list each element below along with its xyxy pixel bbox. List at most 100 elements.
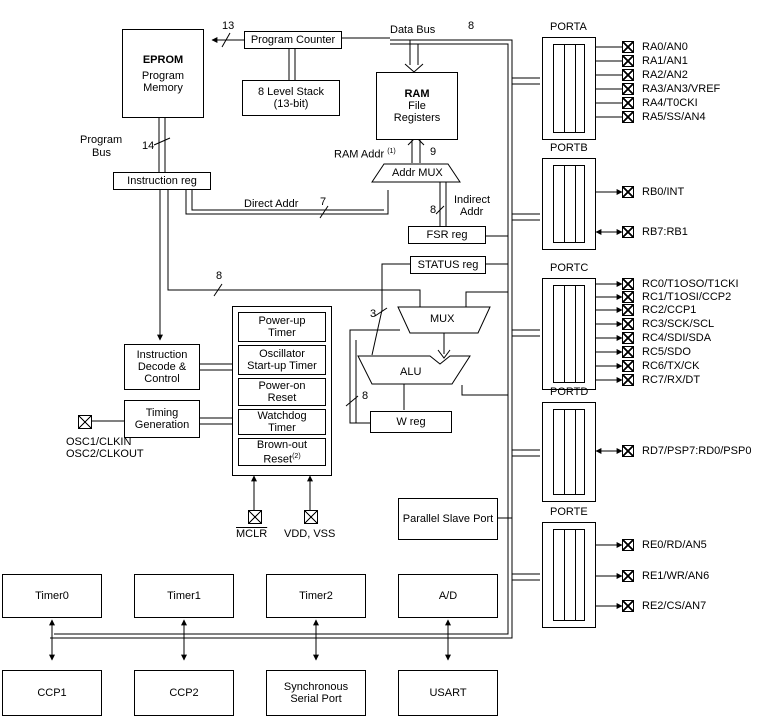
porta-pin-label: RA5/SS/AN4 — [642, 111, 706, 123]
timer0-label: Timer0 — [35, 590, 69, 602]
mux-label: MUX — [430, 313, 455, 325]
portc-pin-box — [622, 304, 634, 316]
porta-pin-box — [622, 111, 634, 123]
addr-mux-shape — [371, 163, 461, 183]
ram-addr-text: RAM Addr — [334, 148, 385, 161]
porta-pin-label: RA4/T0CKI — [642, 97, 698, 109]
watchdog-timer: Watchdog Timer — [238, 409, 326, 435]
mclr-label: MCLR — [236, 528, 268, 540]
status-reg-label: STATUS reg — [417, 259, 479, 271]
program-bus-width: 14 — [142, 140, 155, 152]
portc-pin-label: RC0/T1OSO/T1CKI — [642, 278, 739, 290]
porte-latch — [542, 522, 596, 628]
portc-pin-box — [622, 318, 634, 330]
portc-pin-label: RC5/SDO — [642, 346, 691, 358]
addr-mux-label: Addr MUX — [392, 167, 443, 179]
timer2-block: Timer2 — [266, 574, 366, 618]
ccp1-label: CCP1 — [37, 687, 67, 699]
porte-pin-label: RE0/RD/AN5 — [642, 539, 707, 551]
portd-pin-box — [622, 445, 634, 457]
porta-pin-box — [622, 69, 634, 81]
portc-pin-box — [622, 346, 634, 358]
usart-label: USART — [429, 687, 467, 699]
portc-pin-box — [622, 291, 634, 303]
usart-block: USART — [398, 670, 498, 716]
status-width: 3 — [370, 308, 377, 320]
portc-latch — [542, 278, 596, 390]
program-counter: Program Counter — [244, 31, 342, 49]
powerup-timer: Power-up Timer — [238, 312, 326, 342]
portc-pin-label: RC4/SDI/SDA — [642, 332, 712, 344]
brownout-line-1: Brown-out — [256, 438, 308, 451]
portc-title: PORTC — [550, 262, 589, 274]
portb-pin-label: RB7:RB1 — [642, 226, 688, 238]
timer1-label: Timer1 — [167, 590, 201, 602]
ccp1-block: CCP1 — [2, 670, 102, 716]
instr-bus-width: 8 — [216, 270, 223, 282]
porte-pin-box — [622, 600, 634, 612]
indirect-addr-label-2: Addr — [460, 206, 484, 218]
ssp-block: Synchronous Serial Port — [266, 670, 366, 716]
portc-pin-label: RC7/RX/DT — [642, 374, 701, 386]
portc-pin-box — [622, 332, 634, 344]
porte-pin-box — [622, 570, 634, 582]
porta-pin-box — [622, 55, 634, 67]
porta-title: PORTA — [550, 21, 587, 33]
mux-shape — [397, 306, 491, 334]
pin-vdd — [304, 510, 318, 524]
porta-pin-label: RA1/AN1 — [642, 55, 688, 67]
instruction-reg-label: Instruction reg — [127, 175, 197, 187]
ssp-line-2: Serial Port — [290, 693, 342, 705]
portd-latch — [542, 402, 596, 502]
ad-label: A/D — [438, 590, 458, 602]
porta-pin-box — [622, 83, 634, 95]
stack-block: 8 Level Stack (13-bit) — [242, 80, 340, 116]
decode-line-1: Instruction — [136, 349, 188, 361]
ram-addr-label: RAM Addr (1) — [334, 146, 396, 161]
ccp2-label: CCP2 — [169, 687, 199, 699]
pin-osc — [78, 415, 92, 429]
indirect-addr-label-1: Indirect — [454, 194, 491, 206]
indirect-width: 8 — [430, 204, 437, 216]
ccp2-block: CCP2 — [134, 670, 234, 716]
porta-pin-box — [622, 41, 634, 53]
osc-label-1: OSC1/CLKIN — [66, 436, 132, 448]
porte-pin-box — [622, 539, 634, 551]
portc-pin-box — [622, 360, 634, 372]
portb-pin-box — [622, 226, 634, 238]
ram-addr-width: 9 — [430, 146, 437, 158]
oscillator-startup-timer: Oscillator Start-up Timer — [238, 345, 326, 375]
program-counter-label: Program Counter — [250, 34, 336, 46]
timer2-label: Timer2 — [299, 590, 333, 602]
poweron-line-1: Power-on — [258, 380, 306, 392]
osc-startup-line-1: Oscillator — [259, 348, 305, 360]
ram-sub-2: Registers — [393, 112, 441, 124]
poweron-reset: Power-on Reset — [238, 378, 326, 406]
stack-width: (13-bit) — [273, 98, 309, 110]
watchdog-line-2: Timer — [268, 422, 296, 434]
portb-latch — [542, 158, 596, 250]
portc-pin-box — [622, 374, 634, 386]
portc-pin-box — [622, 278, 634, 290]
data-bus — [50, 39, 513, 639]
eprom-title: EPROM — [142, 53, 184, 66]
timer0-block: Timer0 — [2, 574, 102, 618]
poweron-line-2: Reset — [267, 392, 297, 404]
watchdog-line-1: Watchdog — [257, 410, 307, 422]
w-reg: W reg — [370, 411, 452, 433]
decode-line-2: Decode & — [137, 361, 187, 373]
pc-width: 13 — [222, 20, 235, 32]
ram-addr-note: (1) — [387, 148, 396, 155]
ram-title: RAM — [404, 88, 430, 100]
portd-pin-label: RD7/PSP7:RD0/PSP0 — [642, 445, 752, 457]
brownout-reset: Brown-out Reset(2) — [238, 438, 326, 466]
pin-mclr — [248, 510, 262, 524]
porte-pin-label: RE2/CS/AN7 — [642, 600, 707, 612]
w-loop-width: 8 — [362, 390, 369, 402]
ad-block: A/D — [398, 574, 498, 618]
timing-generation: Timing Generation — [124, 400, 200, 438]
porte-title: PORTE — [550, 506, 588, 518]
timing-line-1: Timing — [145, 407, 179, 419]
